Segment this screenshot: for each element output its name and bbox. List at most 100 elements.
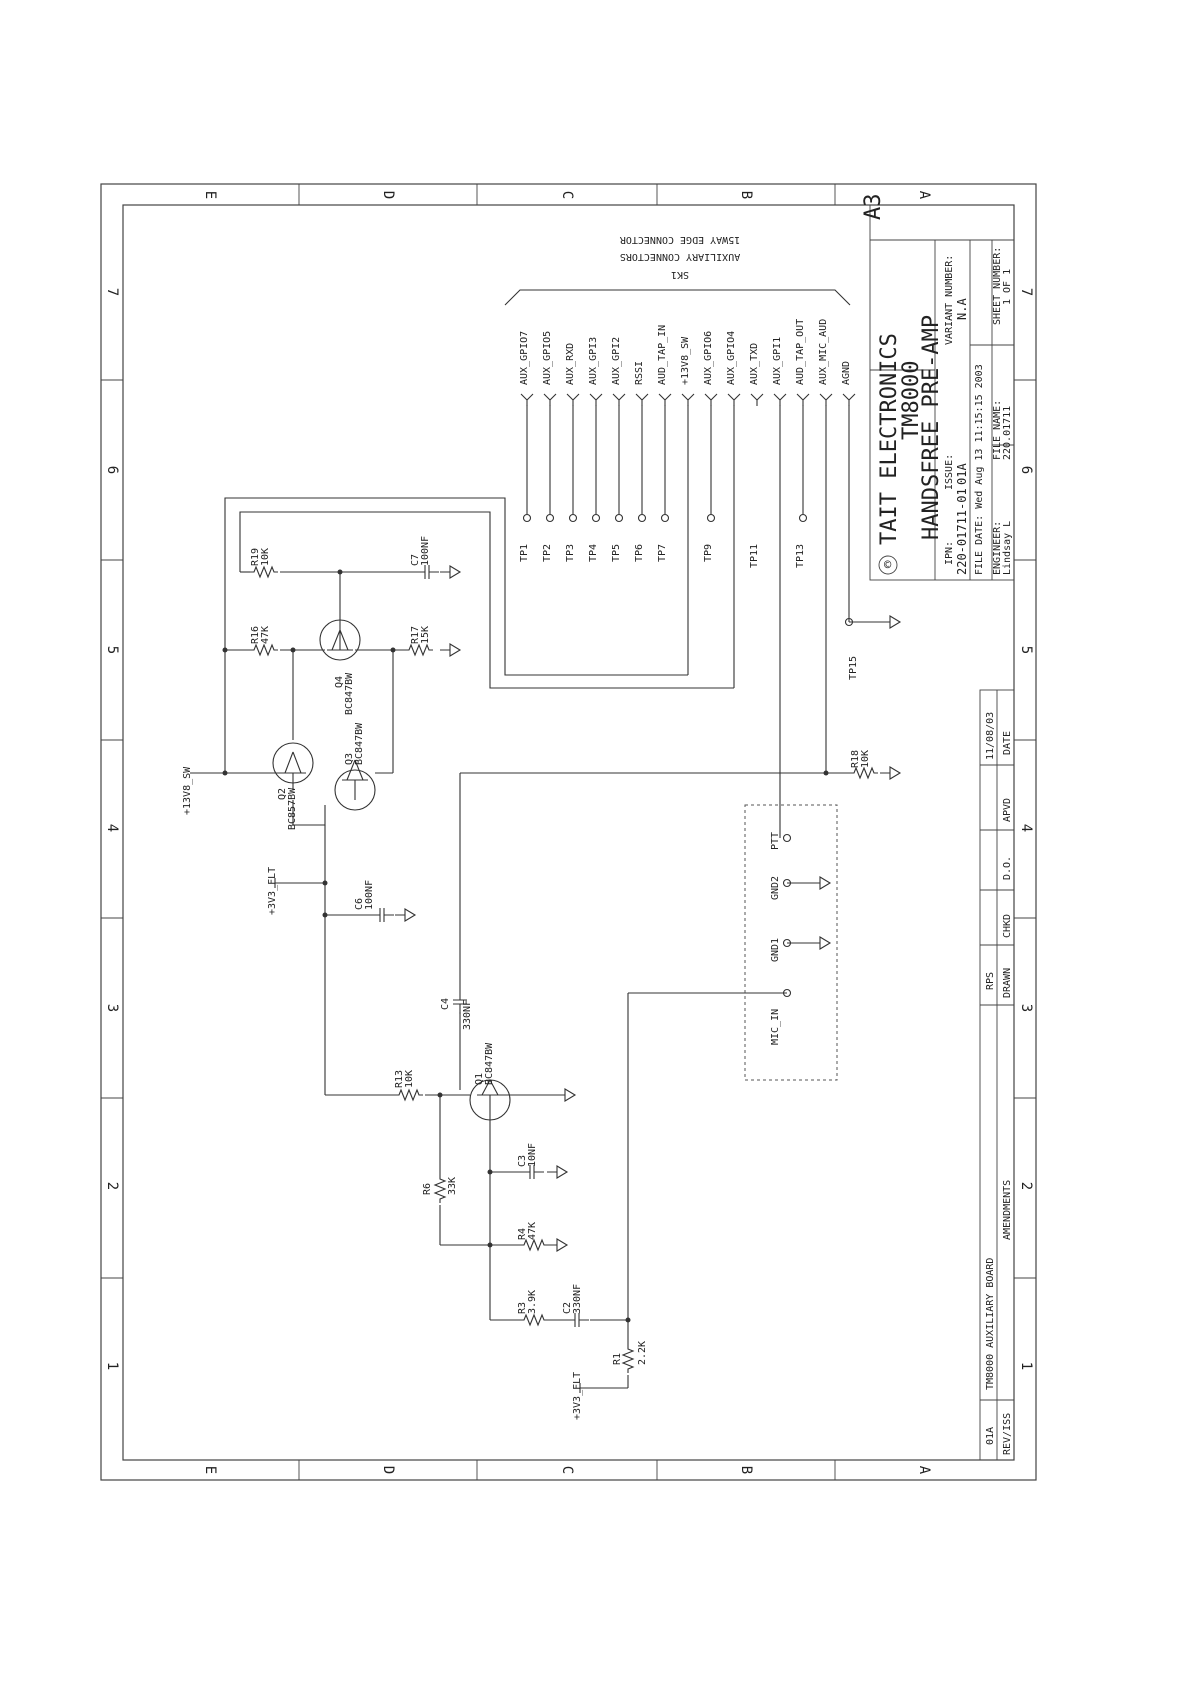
zone-letter-bottom-c: C bbox=[559, 1466, 575, 1474]
ptt-label: PTT bbox=[770, 832, 781, 850]
c3-val: 10NF bbox=[527, 1143, 538, 1167]
pin-label-15: AGND bbox=[841, 361, 852, 385]
resistor-r3 bbox=[519, 1314, 549, 1326]
tp9-label: TP9 bbox=[703, 544, 714, 562]
pin-label-5: AUX_GPI2 bbox=[611, 337, 622, 385]
gnd2-label: GND2 bbox=[770, 876, 781, 900]
copyright-symbol: © bbox=[884, 558, 892, 572]
ground-icon bbox=[809, 936, 831, 950]
resistor-r6 bbox=[434, 1174, 446, 1204]
pin-label-7: AUD_TAP_IN bbox=[657, 325, 668, 385]
test-point-circles bbox=[522, 513, 854, 627]
mic-jack-box bbox=[744, 804, 838, 1081]
pin-label-1: AUX_GPIO7 bbox=[519, 331, 530, 385]
zone-letter-top-e: E bbox=[202, 191, 218, 199]
transistor-q3 bbox=[334, 759, 376, 811]
connector-pin-icon bbox=[842, 393, 856, 407]
connector-pin-icon bbox=[681, 393, 695, 407]
connector-ref: SK1 bbox=[671, 269, 689, 280]
amendment-value: TM8000 AUXILIARY BOARD bbox=[985, 1258, 996, 1390]
drawn-value: RPS bbox=[985, 972, 996, 990]
connector-pin-icon bbox=[520, 393, 534, 407]
date-value: 11/08/03 bbox=[985, 712, 996, 760]
connector-pin-icon bbox=[543, 393, 557, 407]
resistor-r13 bbox=[394, 1089, 424, 1101]
r16-ref: R16 bbox=[250, 626, 261, 644]
connector-desc1: AUXILIARY CONNECTORS bbox=[620, 251, 740, 262]
resistor-r19 bbox=[249, 566, 279, 578]
r1-val: 2.2K bbox=[637, 1341, 648, 1365]
connector-pin-icon bbox=[612, 393, 626, 407]
transistor-q1 bbox=[469, 1079, 511, 1121]
tp4-label: TP4 bbox=[588, 544, 599, 562]
zone-number-left-1: 1 bbox=[104, 1362, 120, 1370]
power-3v3-label-bottom: +3V3_FLT bbox=[572, 1372, 583, 1420]
ground-icon bbox=[439, 643, 461, 657]
tp6-label: TP6 bbox=[634, 544, 645, 562]
r18-ref: R18 bbox=[850, 750, 861, 768]
pin-label-12: AUX_GPI1 bbox=[772, 337, 783, 385]
pin-label-6: RSSI bbox=[634, 361, 645, 385]
r6-val: 33K bbox=[447, 1177, 458, 1195]
wiring bbox=[190, 405, 880, 1389]
r16-val: 47K bbox=[260, 626, 271, 644]
file-name-value: 220.01711 bbox=[1002, 406, 1013, 460]
connector-desc2: 15WAY EDGE CONNECTOR bbox=[619, 234, 740, 245]
r4-ref: R4 bbox=[517, 1228, 528, 1240]
q4-ref: Q4 bbox=[334, 676, 345, 688]
r3-ref: R3 bbox=[517, 1302, 528, 1314]
connector-pin-icon bbox=[635, 393, 649, 407]
connector-pin-icon bbox=[566, 393, 580, 407]
zone-number-right-1: 1 bbox=[1018, 1362, 1034, 1370]
c3-ref: C3 bbox=[517, 1155, 528, 1167]
r17-ref: R17 bbox=[410, 626, 421, 644]
power-3v3-label-top: +3V3_FLT bbox=[267, 867, 278, 915]
variant-value: N.A bbox=[955, 298, 969, 320]
tp7-label: TP7 bbox=[657, 544, 668, 562]
rev-header: REV/ISS bbox=[1002, 1413, 1013, 1455]
file-date: FILE DATE: Wed Aug 13 11:15:15 2003 bbox=[974, 364, 985, 575]
file-name-label: FILE NAME: bbox=[992, 400, 1003, 460]
power-13v8-label: +13V8_SW bbox=[182, 766, 193, 815]
pin-label-2: AUX_GPIO5 bbox=[542, 331, 553, 385]
c2-val: 330NF bbox=[572, 1284, 583, 1314]
capacitor-c2 bbox=[564, 1312, 590, 1328]
zone-letter-bottom-a: A bbox=[916, 1466, 932, 1475]
connector-pin-icon bbox=[704, 393, 718, 407]
resistor-r1 bbox=[622, 1344, 634, 1374]
tp2-label: TP2 bbox=[542, 544, 553, 562]
zone-number-right-4: 4 bbox=[1018, 824, 1034, 832]
zone-letter-bottom-e: E bbox=[202, 1466, 218, 1474]
connector-pin-icon bbox=[796, 393, 810, 407]
ground-icon bbox=[879, 615, 901, 629]
zone-number-left-3: 3 bbox=[104, 1004, 120, 1012]
mic-block: PTT GND2 GND1 MIC_IN bbox=[770, 832, 792, 1045]
sk1-connector: SK1 AUXILIARY CONNECTORS 15WAY EDGE CONN… bbox=[504, 234, 856, 407]
tp1-label: TP1 bbox=[519, 544, 530, 562]
resistor-r16 bbox=[249, 644, 279, 656]
zone-number-right-5: 5 bbox=[1018, 646, 1034, 654]
zone-letter-top-a: A bbox=[916, 191, 932, 200]
zone-number-left-7: 7 bbox=[104, 288, 120, 296]
ipn-value: 220-01711-01 bbox=[955, 488, 969, 575]
q3-val: BC847BW bbox=[354, 722, 365, 765]
tp11-label: TP11 bbox=[749, 544, 760, 568]
gnd1-label: GND1 bbox=[770, 938, 781, 962]
title-block: A3 © TAIT ELECTRONICS TM8000 HANDSFREE P… bbox=[861, 194, 1015, 581]
ground-icon bbox=[554, 1088, 576, 1102]
r3-val: 3.9K bbox=[527, 1290, 538, 1314]
connector-pin-icon bbox=[750, 393, 764, 407]
issue-label: ISSUE: bbox=[944, 454, 955, 490]
drawn-header: DRAWN bbox=[1002, 968, 1013, 998]
tp13-label: TP13 bbox=[795, 544, 806, 568]
ground-icon bbox=[546, 1238, 568, 1252]
c6-val: 100NF bbox=[364, 880, 375, 910]
c7-val: 100NF bbox=[420, 536, 431, 566]
issue-value: 01A bbox=[955, 463, 969, 485]
pin-label-9: AUX_GPIO6 bbox=[703, 331, 714, 385]
ground-icon bbox=[439, 565, 461, 579]
drawing-title: HANDSFREE PRE-AMP bbox=[919, 315, 944, 540]
ground-icon bbox=[394, 908, 416, 922]
